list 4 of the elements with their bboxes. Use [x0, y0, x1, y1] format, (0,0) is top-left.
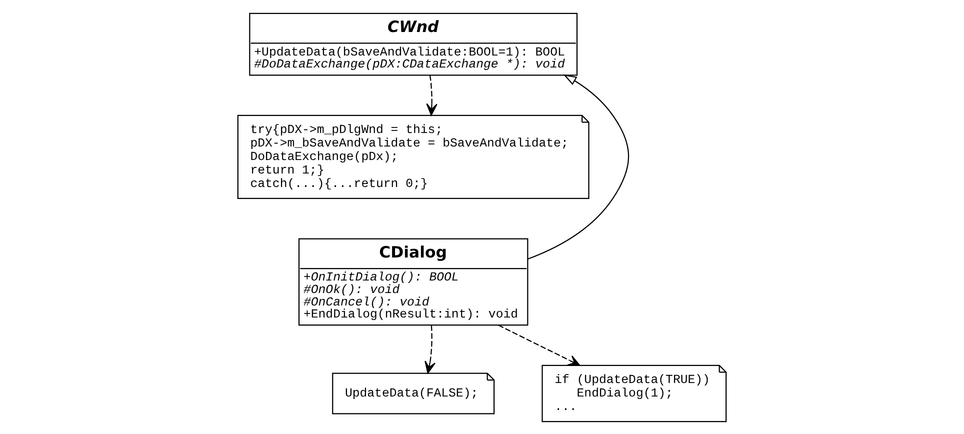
- arrow: [498, 324, 580, 366]
- arrow: [426, 74, 438, 116]
- arrow: [424, 324, 436, 374]
- arrow: [528, 74, 630, 259]
